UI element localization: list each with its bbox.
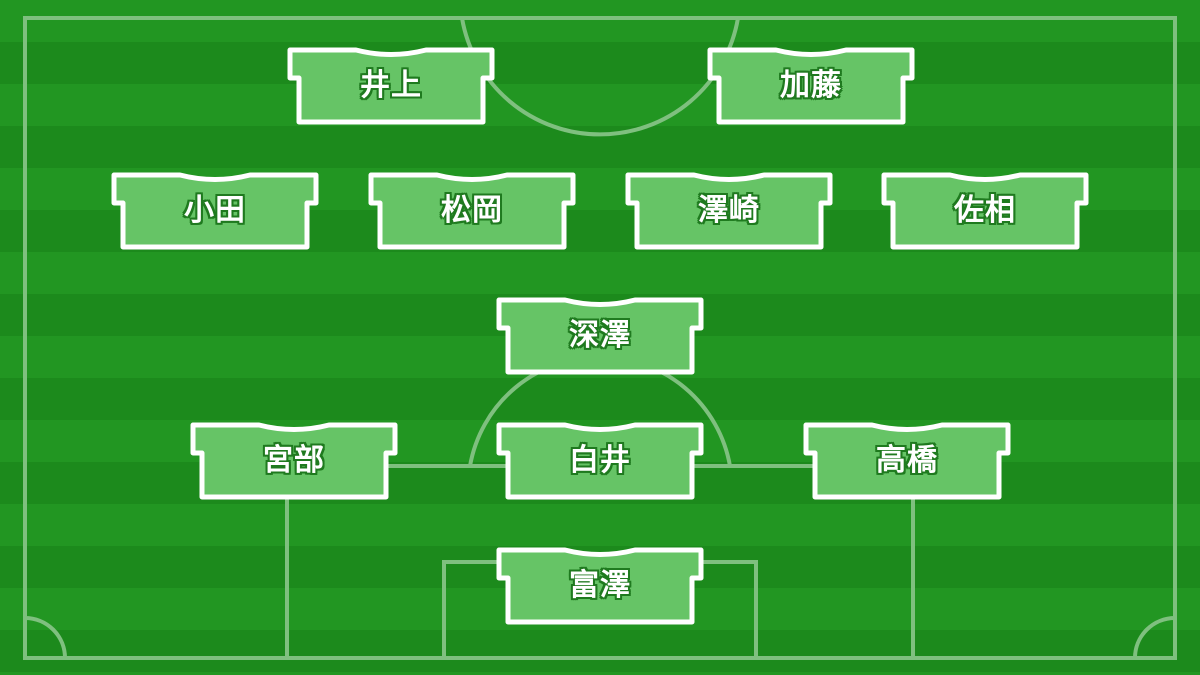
player-shirt-inoue[interactable]: 井上: [286, 44, 496, 126]
player-name: 澤崎: [698, 193, 760, 228]
player-name: 高橋: [876, 443, 938, 478]
player-shirt-saso[interactable]: 佐相: [880, 169, 1090, 251]
player-shirt-takahashi[interactable]: 高橋: [802, 419, 1012, 501]
player-name: 松岡: [441, 193, 503, 228]
shirt-icon: [707, 47, 915, 125]
player-name: 佐相: [954, 193, 1016, 228]
shirt-icon: [287, 47, 495, 125]
corner-arc-left: [24, 616, 67, 659]
player-shirt-tomizawa[interactable]: 富澤: [495, 544, 705, 626]
player-name: 加藤: [780, 68, 842, 103]
player-shirt-miyabe[interactable]: 宮部: [189, 419, 399, 501]
player-name: 富澤: [569, 568, 631, 603]
player-shirt-kato[interactable]: 加藤: [706, 44, 916, 126]
player-shirt-sawazaki[interactable]: 澤崎: [624, 169, 834, 251]
player-shirt-oda[interactable]: 小田: [110, 169, 320, 251]
shirt-icon: [496, 422, 704, 500]
shirt-icon: [625, 172, 833, 250]
shirt-icon: [368, 172, 576, 250]
center-circle-arc: [460, 17, 740, 137]
player-shirt-fukasawa[interactable]: 深澤: [495, 294, 705, 376]
player-name: 白井: [569, 443, 631, 478]
shirt-icon: [496, 297, 704, 375]
shirt-icon: [881, 172, 1089, 250]
shirt-icon: [190, 422, 398, 500]
corner-arc-right: [1133, 616, 1176, 659]
player-name: 小田: [184, 193, 246, 228]
player-shirt-shirai[interactable]: 白井: [495, 419, 705, 501]
shirt-icon: [111, 172, 319, 250]
player-name: 宮部: [263, 443, 325, 478]
player-name: 井上: [360, 68, 422, 103]
shirt-icon: [496, 547, 704, 625]
player-shirt-matsuoka[interactable]: 松岡: [367, 169, 577, 251]
shirt-icon: [803, 422, 1011, 500]
player-name: 深澤: [569, 318, 631, 353]
